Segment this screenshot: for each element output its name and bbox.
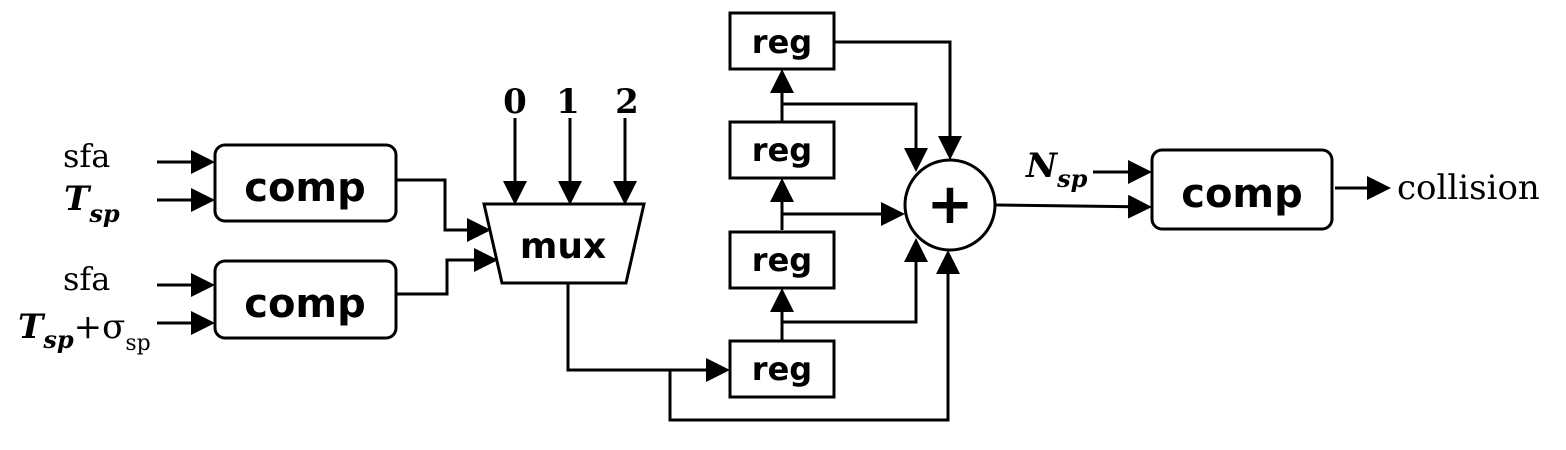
- reg-block-3-label: reg: [752, 241, 812, 279]
- reg-block-1-frame: [728, 11, 836, 71]
- input-sigma: σ: [102, 307, 125, 347]
- input-tsp-1-main: T: [64, 179, 92, 219]
- comp-block-2: comp: [213, 259, 398, 340]
- reg-block-3: reg: [728, 230, 836, 290]
- mux-block-frame: [482, 202, 646, 285]
- adder-block-frame: [903, 158, 997, 252]
- comp-block-3-label: comp: [1181, 171, 1303, 217]
- adder-block-label: +: [927, 172, 974, 237]
- comp-block-3-frame: [1150, 148, 1334, 231]
- comp-block-1-label: comp: [244, 165, 366, 211]
- input-tsp-1-sub: sp: [88, 199, 120, 228]
- input-nsp-sub: sp: [1056, 164, 1088, 193]
- mux-constant-0: 0: [503, 82, 527, 122]
- reg-block-4-label: reg: [752, 350, 812, 388]
- input-nsp-main: N: [1025, 146, 1059, 186]
- reg-block-2: reg: [728, 120, 836, 180]
- input-nsp: Nsp: [1025, 146, 1088, 193]
- wire-adder-to-comp: [995, 194, 1152, 219]
- comp-block-1-frame: [213, 143, 398, 223]
- reg-block-2-label: reg: [752, 131, 812, 169]
- input-tsp-2-sub: sp: [42, 325, 74, 354]
- reg-block-3-frame: [728, 230, 836, 290]
- input-tsp-2-main: T: [18, 307, 46, 347]
- input-sfa-1: sfa: [63, 137, 110, 175]
- mux-constant-1: 1: [556, 82, 580, 122]
- input-sigma-sub: sp: [125, 331, 150, 356]
- mux-constant-2: 2: [615, 82, 639, 122]
- wire-reg1-to-adder: [834, 40, 962, 160]
- comp-block-2-frame: [213, 259, 398, 340]
- output-collision: collision: [1397, 168, 1540, 208]
- reg-block-4-frame: [728, 339, 836, 399]
- mux-block-label: mux: [520, 226, 606, 267]
- reg-block-1-label: reg: [752, 23, 812, 61]
- wire-comp1-to-mux: [396, 178, 491, 242]
- input-tsp-sigma: Tsp+σsp: [18, 307, 151, 356]
- comp-block-2-label: comp: [244, 281, 366, 327]
- input-plus: +: [74, 307, 103, 347]
- wire-tap-to-adder-a: [782, 102, 928, 172]
- wires: [157, 40, 1391, 422]
- comp-block-1: comp: [213, 143, 398, 223]
- input-sfa-2: sfa: [63, 260, 110, 298]
- adder-block: +: [903, 158, 997, 252]
- reg-block-2-frame: [728, 120, 836, 180]
- reg-block-1: reg: [728, 11, 836, 71]
- wire-mux-to-adder: [668, 250, 960, 422]
- wire-comp2-to-mux: [396, 248, 498, 296]
- wire-mux-to-reg4: [566, 283, 730, 382]
- wire-tap-to-adder-c: [782, 238, 928, 324]
- comp-block-3: comp: [1150, 148, 1334, 231]
- input-tsp-1: Tsp: [64, 179, 120, 228]
- reg-block-4: reg: [728, 339, 836, 399]
- mux-block: mux: [482, 202, 646, 285]
